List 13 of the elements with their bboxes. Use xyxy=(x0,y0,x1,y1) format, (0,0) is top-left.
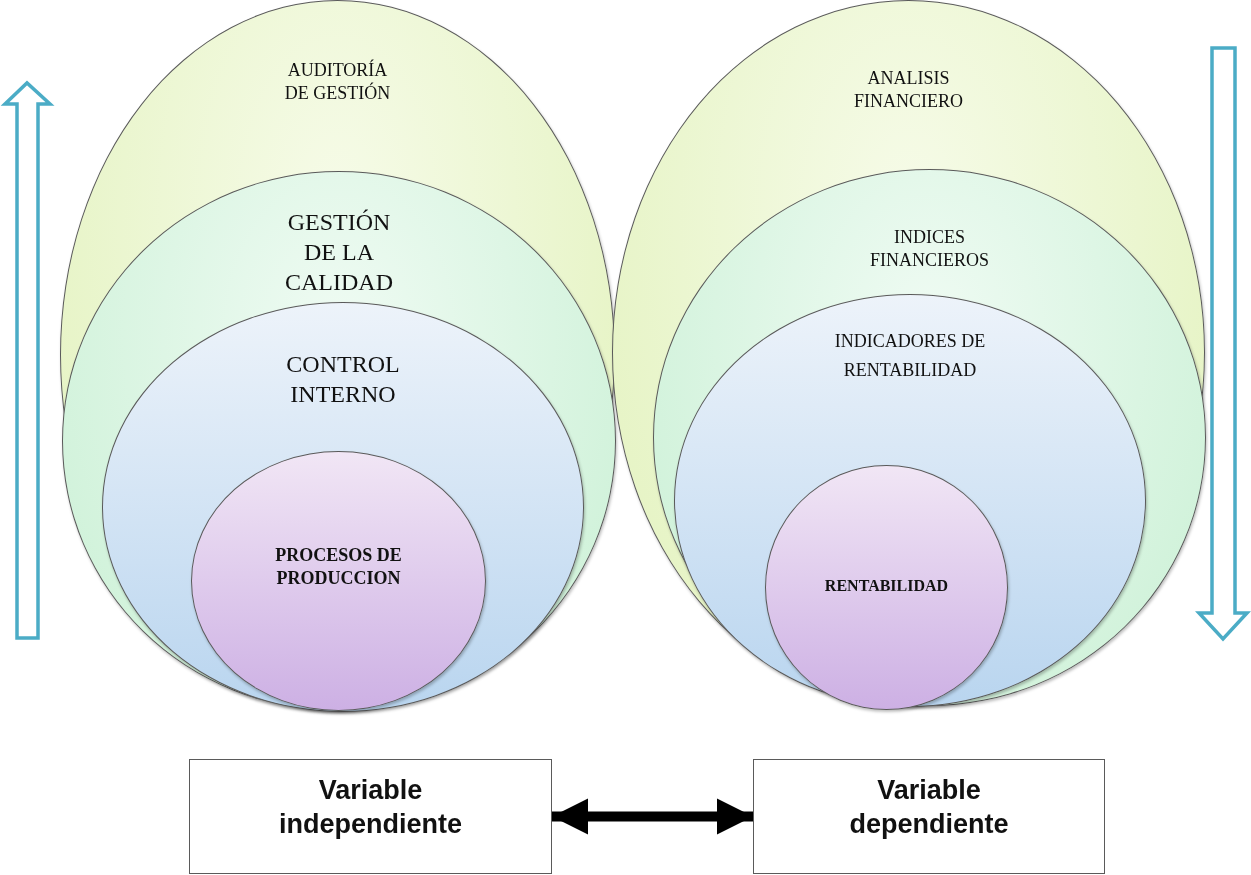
node-label: Variable independiente xyxy=(278,774,463,841)
node-label: PROCESOS DE PRODUCCION xyxy=(274,544,403,589)
node-label: CONTROL INTERNO xyxy=(285,350,401,409)
process-box xyxy=(189,759,552,874)
node-label: ANALISIS FINANCIERO xyxy=(853,67,964,112)
node-label: Variable dependiente xyxy=(848,774,1010,841)
node-label: INDICES FINANCIEROS xyxy=(869,226,990,271)
node-label: INDICADORES DE RENTABILIDAD xyxy=(833,330,987,382)
double-arrow xyxy=(552,798,753,835)
node-label: AUDITORÍA DE GESTIÓN xyxy=(283,59,392,104)
node-label: RENTABILIDAD xyxy=(823,576,950,596)
node-label: GESTIÓN DE LA CALIDAD xyxy=(284,208,394,297)
process-box xyxy=(753,759,1105,874)
